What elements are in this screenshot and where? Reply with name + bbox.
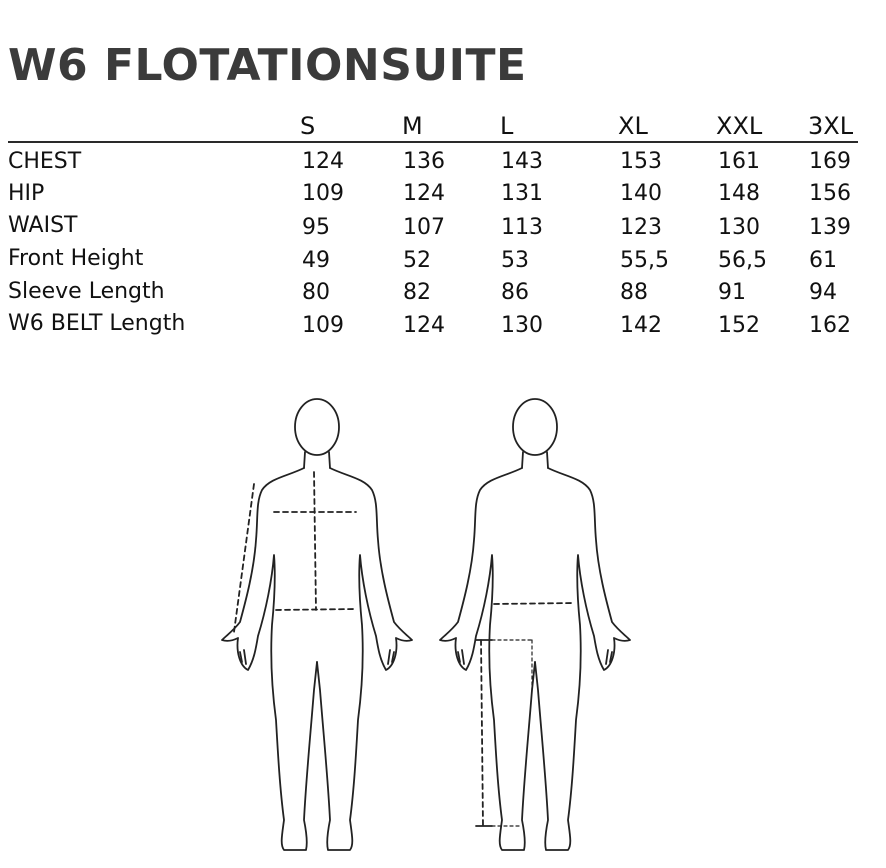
table-cell: 139 [809, 215, 851, 240]
table-cell: 136 [403, 149, 445, 174]
row-label-sleeve-length: Sleeve Length [8, 279, 165, 304]
table-cell: 148 [718, 181, 760, 206]
table-cell: 91 [718, 280, 746, 305]
table-cell: 86 [501, 280, 529, 305]
page-title: W6 FLOTATIONSUITE [8, 40, 527, 91]
header-divider [8, 141, 858, 143]
table-cell: 94 [809, 280, 837, 305]
table-cell: 107 [403, 215, 445, 240]
size-header-xl: XL [618, 112, 648, 140]
table-cell: 156 [809, 181, 851, 206]
table-cell: 95 [302, 215, 330, 240]
table-cell: 52 [403, 248, 431, 273]
row-label-front-height: Front Height [8, 246, 144, 271]
size-header-s: S [300, 112, 316, 140]
row-label-hip: HIP [8, 181, 45, 206]
table-cell: 53 [501, 248, 529, 273]
back-body-outline [439, 398, 631, 851]
front-body-outline [221, 398, 413, 851]
table-cell: 61 [809, 248, 837, 273]
table-cell: 123 [620, 215, 662, 240]
table-cell: 49 [302, 248, 330, 273]
table-cell: 124 [302, 149, 344, 174]
body-measurement-illustration [221, 398, 631, 851]
table-cell: 130 [501, 313, 543, 338]
size-header-3xl: 3XL [808, 112, 854, 140]
table-cell: 169 [809, 149, 851, 174]
table-cell: 152 [718, 313, 760, 338]
row-label-belt-length: W6 BELT Length [8, 311, 186, 336]
size-header-l: L [500, 112, 514, 140]
table-cell: 82 [403, 280, 431, 305]
table-cell: 55,5 [620, 248, 669, 273]
table-cell: 113 [501, 215, 543, 240]
table-cell: 131 [501, 181, 543, 206]
table-cell: 130 [718, 215, 760, 240]
table-cell: 124 [403, 313, 445, 338]
table-cell: 143 [501, 149, 543, 174]
size-header-m: M [402, 112, 423, 140]
size-header-xxl: XXL [716, 112, 763, 140]
table-cell: 56,5 [718, 248, 767, 273]
table-cell: 88 [620, 280, 648, 305]
table-cell: 140 [620, 181, 662, 206]
table-cell: 109 [302, 313, 344, 338]
table-cell: 109 [302, 181, 344, 206]
table-cell: 153 [620, 149, 662, 174]
table-cell: 162 [809, 313, 851, 338]
table-cell: 161 [718, 149, 760, 174]
table-cell: 80 [302, 280, 330, 305]
row-label-waist: WAIST [8, 213, 78, 238]
table-cell: 142 [620, 313, 662, 338]
row-label-chest: CHEST [8, 149, 82, 174]
table-cell: 124 [403, 181, 445, 206]
